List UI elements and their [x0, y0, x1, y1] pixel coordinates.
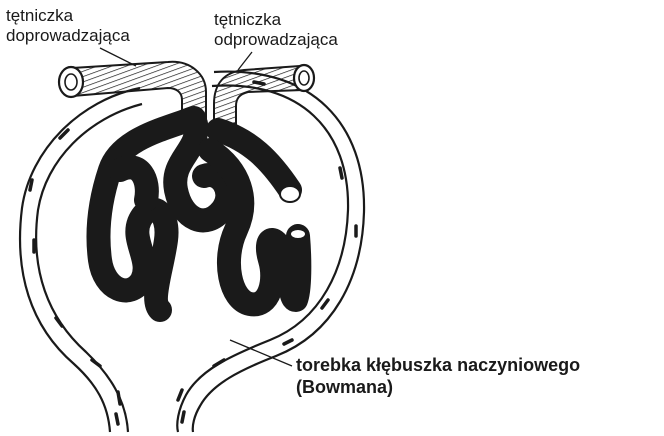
label-afferent-line2: doprowadzająca	[6, 26, 130, 46]
label-bowman-capsule: torebka kłębuszka naczyniowego (Bowmana)	[296, 354, 580, 398]
label-afferent-line1: tętniczka	[6, 6, 130, 26]
glomerular-capillaries	[98, 118, 306, 310]
leader-efferent	[238, 52, 252, 70]
label-afferent-arteriole: tętniczka doprowadzająca	[6, 6, 130, 46]
label-capsule-line1: torebka kłębuszka naczyniowego	[296, 354, 580, 376]
label-efferent-line1: tętniczka	[214, 10, 338, 30]
label-efferent-line2: odprowadzająca	[214, 30, 338, 50]
leader-afferent	[100, 48, 136, 66]
efferent-arteriole	[214, 65, 314, 124]
label-capsule-line2: (Bowmana)	[296, 376, 580, 398]
label-efferent-arteriole: tętniczka odprowadzająca	[214, 10, 338, 50]
